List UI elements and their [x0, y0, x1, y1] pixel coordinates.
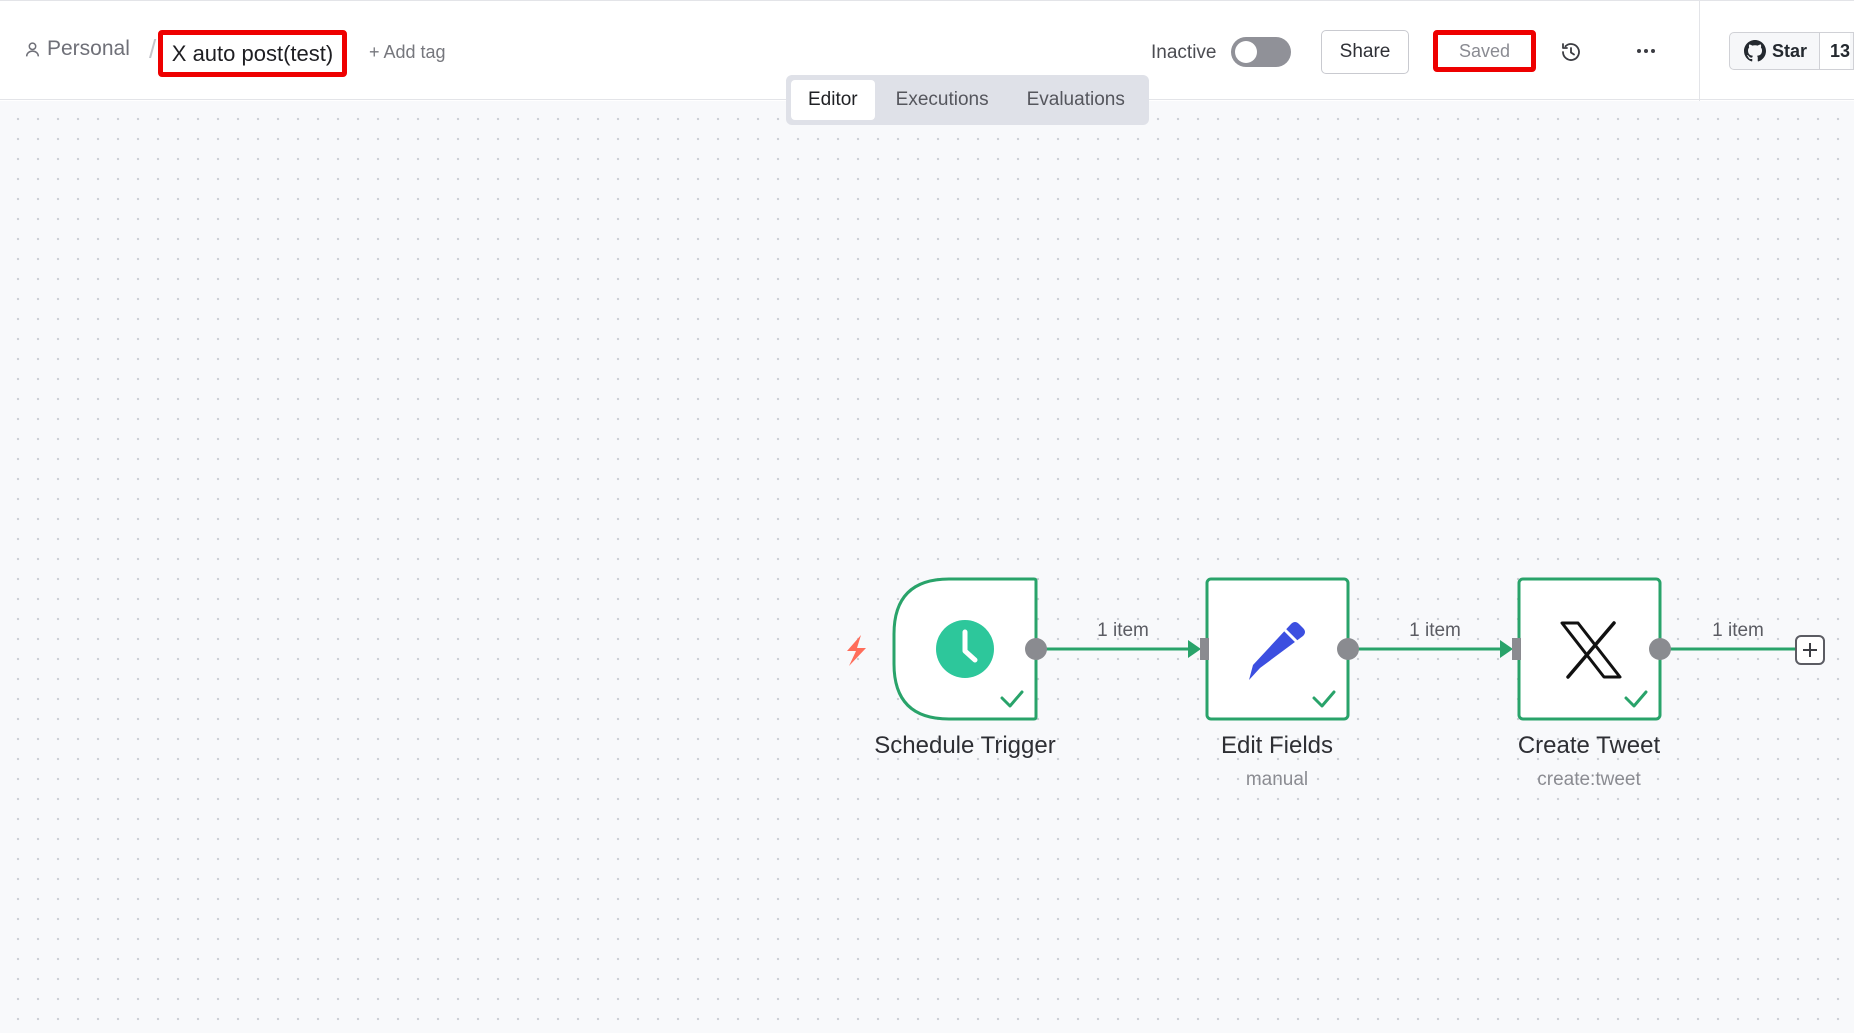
node-edit-fields[interactable]: Edit Fields manual [1200, 577, 1359, 790]
github-icon [1744, 40, 1766, 62]
input-handle[interactable] [1200, 638, 1209, 660]
add-node-button[interactable] [1795, 635, 1825, 665]
tab-editor[interactable]: Editor [791, 80, 875, 120]
node-subtitle: manual [1246, 769, 1308, 790]
x-logo-icon [1560, 621, 1622, 679]
pencil-icon [1249, 622, 1305, 680]
activation-status-label: Inactive [1151, 42, 1217, 63]
plus-icon [1803, 643, 1817, 657]
input-handle[interactable] [1512, 638, 1521, 660]
connection-2[interactable]: 1 item [1348, 620, 1513, 658]
output-handle[interactable] [1649, 638, 1671, 660]
node-title: Edit Fields [1221, 732, 1333, 759]
github-star-button[interactable]: Star 13 [1729, 32, 1854, 70]
breadcrumb-separator: / [149, 34, 157, 64]
toggle-knob [1235, 41, 1257, 63]
activate-toggle[interactable] [1231, 37, 1291, 67]
node-schedule-trigger[interactable]: Schedule Trigger [874, 577, 1056, 759]
connection-3[interactable]: 1 item [1660, 620, 1796, 651]
output-handle[interactable] [1337, 638, 1359, 660]
node-subtitle: create:tweet [1537, 769, 1641, 790]
github-star-label: Star [1772, 40, 1808, 61]
output-handle[interactable] [1025, 638, 1047, 660]
node-title: Schedule Trigger [874, 732, 1055, 759]
trigger-bolt-icon [847, 635, 866, 666]
success-check-icon [1312, 690, 1336, 708]
user-icon [25, 41, 40, 56]
add-tag-button[interactable]: + Add tag [369, 42, 446, 62]
workflow-canvas[interactable] [0, 101, 1854, 1033]
success-check-icon [1000, 690, 1024, 708]
github-star-count: 13 [1820, 33, 1851, 69]
clock-icon [936, 620, 994, 678]
connection-label: 1 item [1712, 620, 1764, 641]
github-star-label-wrap[interactable]: Star [1730, 33, 1821, 69]
connection-label: 1 item [1409, 620, 1461, 641]
tab-evaluations[interactable]: Evaluations [1026, 89, 1125, 110]
connection-1[interactable]: 1 item [1036, 620, 1201, 658]
more-options-icon[interactable] [1633, 41, 1659, 61]
connection-label: 1 item [1097, 620, 1149, 641]
workflow-name[interactable]: X auto post(test) [158, 30, 347, 77]
header-divider [1699, 1, 1700, 101]
breadcrumb[interactable]: Personal [24, 37, 130, 61]
share-button[interactable]: Share [1321, 30, 1409, 74]
tab-executions[interactable]: Executions [895, 89, 989, 110]
node-title: Create Tweet [1518, 732, 1661, 759]
success-check-icon [1624, 690, 1648, 708]
node-create-tweet[interactable]: Create Tweet create:tweet [1512, 577, 1671, 790]
project-name[interactable]: Personal [47, 37, 130, 60]
history-icon[interactable] [1559, 40, 1583, 64]
saved-button[interactable]: Saved [1433, 30, 1536, 72]
view-tabs: Editor Executions Evaluations [786, 75, 1149, 125]
